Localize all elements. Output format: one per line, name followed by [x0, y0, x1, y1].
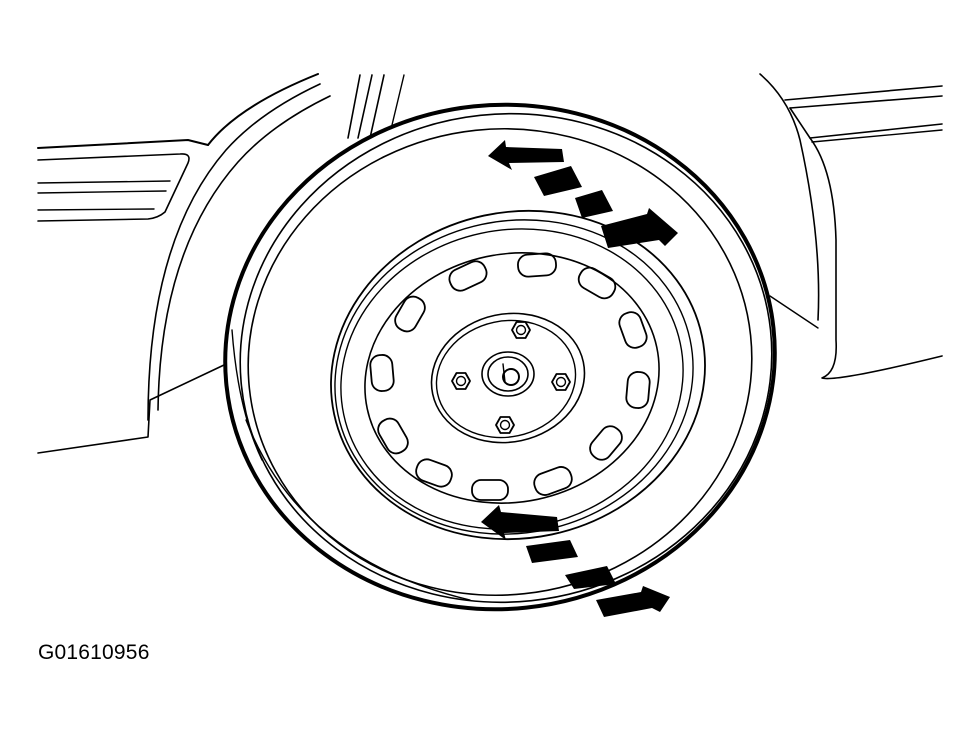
hub-center	[481, 351, 535, 397]
lug-nuts	[451, 321, 571, 434]
right-body-panel	[759, 73, 943, 380]
figure-code-label: G01610956	[38, 641, 150, 664]
rotation-arrow-top	[488, 140, 678, 248]
tire	[223, 102, 777, 612]
rim-vent-holes	[369, 252, 651, 501]
wheel-arch	[147, 73, 405, 421]
left-body-panel	[37, 139, 225, 454]
rotation-arrow-bottom	[481, 505, 670, 617]
